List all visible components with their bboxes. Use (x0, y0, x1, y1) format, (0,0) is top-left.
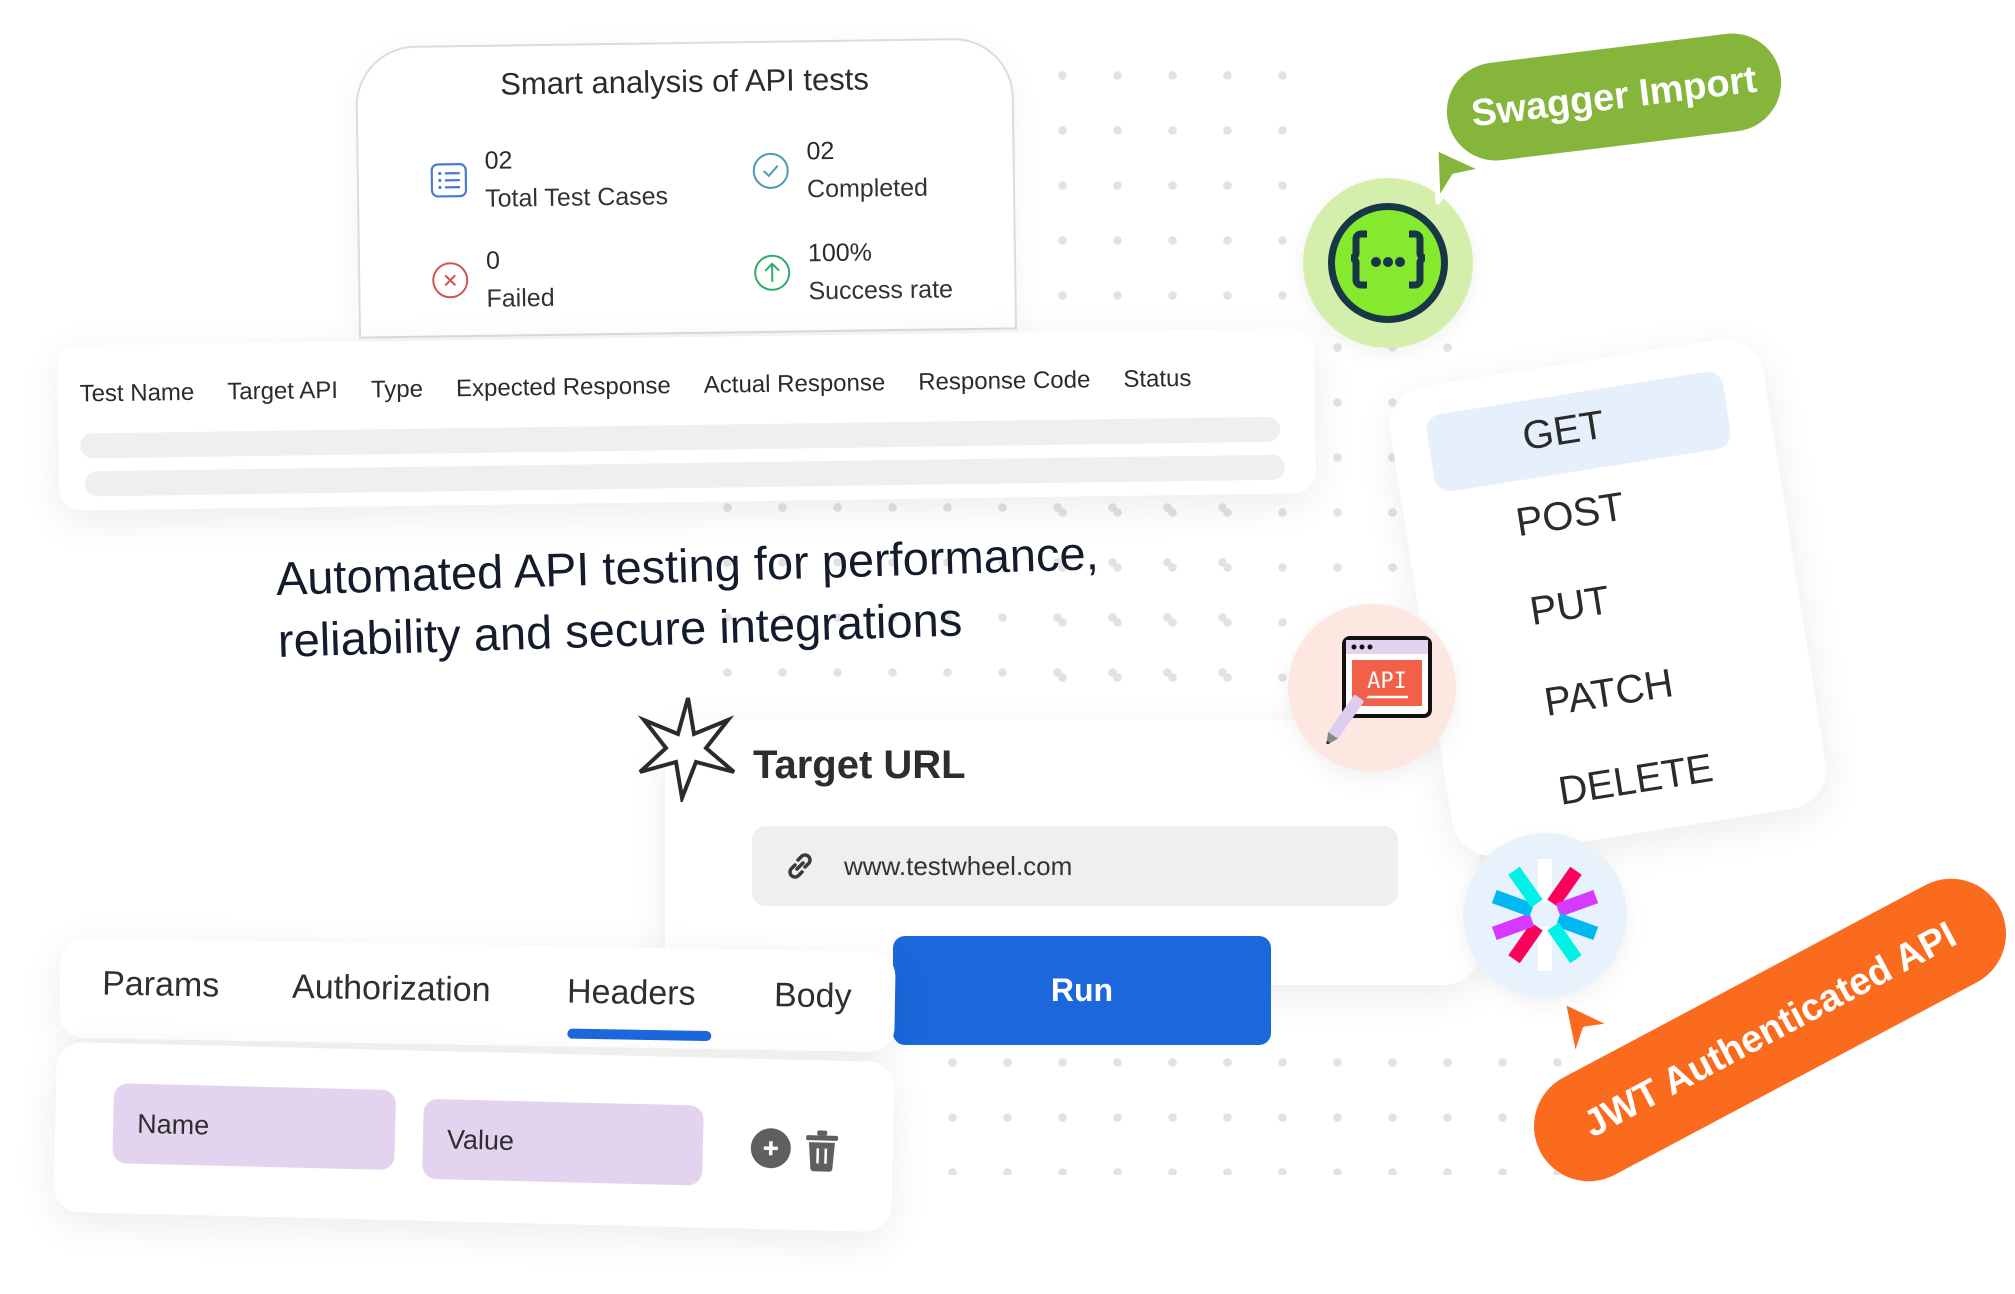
column-header[interactable]: Actual Response (703, 369, 886, 399)
dot-grid-background (700, 480, 1260, 720)
tab-authorization[interactable]: Authorization (291, 967, 491, 1010)
http-method-list: GET POST PUT PATCH DELETE (1384, 333, 1832, 862)
dot-grid-background (1035, 48, 1295, 328)
api-badge-circle: API (1288, 604, 1456, 772)
stat-value: 02 (806, 136, 835, 166)
test-analysis-card: Smart analysis of API tests 02 Total Tes… (354, 37, 1018, 339)
headers-editor: Name Value (53, 1041, 895, 1233)
stat-value: 0 (485, 246, 501, 275)
run-button[interactable]: Run (893, 936, 1271, 1045)
column-header[interactable]: Response Code (918, 366, 1091, 396)
stat-total-test-cases: 02 Total Test Cases (428, 139, 668, 218)
link-icon (788, 853, 812, 879)
svg-text:API: API (1367, 669, 1407, 694)
trash-icon[interactable] (802, 1128, 841, 1173)
column-header[interactable]: Expected Response (455, 372, 671, 403)
stat-label: Failed (486, 283, 555, 313)
swagger-import-badge: Swagger Import (1441, 27, 1787, 167)
sparkle-star-icon (637, 697, 736, 802)
stat-failed: 0 Failed (430, 241, 555, 319)
stat-value: 100% (807, 238, 873, 268)
cursor-pointer-icon (1433, 145, 1487, 205)
method-option-post[interactable]: POST (1512, 484, 1628, 546)
tab-body[interactable]: Body (773, 976, 852, 1016)
header-name-input[interactable]: Name (112, 1083, 397, 1171)
braces-dots-glyph (1350, 230, 1426, 289)
column-header[interactable]: Status (1123, 364, 1192, 393)
list-icon (430, 163, 468, 198)
swagger-braces-icon (1328, 203, 1448, 323)
stat-label: Completed (806, 173, 929, 204)
method-option-get[interactable]: GET (1424, 369, 1733, 494)
stat-success-rate: 100% Success rate (752, 232, 954, 311)
method-option-delete[interactable]: DELETE (1555, 746, 1716, 814)
stat-completed: 02 Completed (750, 131, 928, 209)
method-option-patch[interactable]: PATCH (1541, 661, 1677, 725)
jwt-logo-icon (1491, 859, 1599, 971)
cursor-pointer-icon (1560, 998, 1616, 1062)
column-header[interactable]: Type (370, 375, 424, 404)
api-window-pencil-icon: API (1326, 636, 1432, 744)
active-tab-indicator (567, 1028, 712, 1042)
check-circle-icon (752, 152, 789, 189)
table-row-placeholder (84, 454, 1285, 497)
request-tabs: Params Authorization Headers Body (59, 937, 896, 1053)
stat-value: 02 (484, 146, 513, 175)
x-circle-icon (432, 262, 469, 299)
method-option-put[interactable]: PUT (1526, 578, 1613, 635)
analysis-title: Smart analysis of API tests (499, 61, 870, 102)
jwt-badge-circle (1463, 833, 1627, 997)
target-url-input[interactable]: www.testwheel.com (752, 826, 1398, 906)
column-header[interactable]: Test Name (79, 378, 195, 408)
test-results-table: Test Name Target API Type Expected Respo… (56, 328, 1317, 511)
table-row-placeholder (80, 416, 1281, 459)
table-header-row: Test Name Target API Type Expected Respo… (79, 364, 1224, 408)
plus-circle-icon[interactable] (749, 1127, 792, 1170)
stat-label: Total Test Cases (484, 182, 669, 213)
target-url-title: Target URL (753, 743, 966, 787)
tab-headers[interactable]: Headers (566, 972, 696, 1013)
column-header[interactable]: Target API (227, 376, 339, 406)
tab-params[interactable]: Params (101, 964, 220, 1005)
header-value-input[interactable]: Value (421, 1098, 704, 1186)
dot-grid-background (925, 1035, 1585, 1175)
target-url-value: www.testwheel.com (844, 850, 1073, 881)
stat-label: Success rate (808, 275, 954, 306)
arrow-up-circle-icon (754, 254, 791, 291)
